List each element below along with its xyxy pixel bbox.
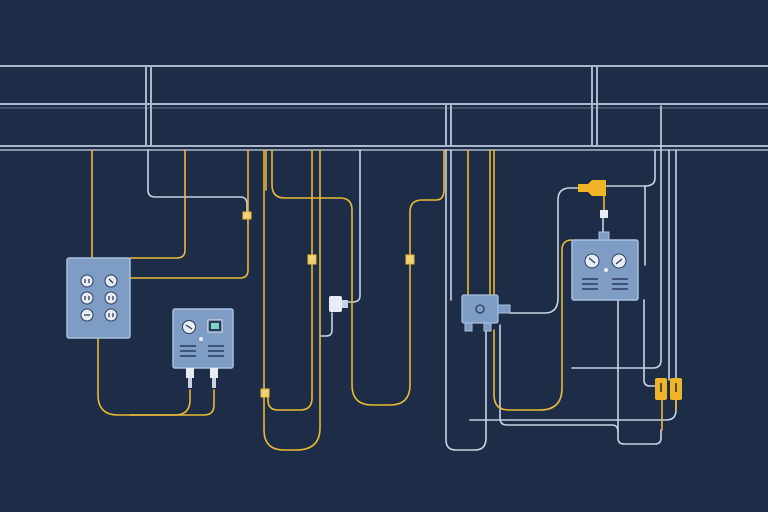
ceiling-rails: [0, 65, 768, 151]
connector-icon: [405, 254, 415, 265]
vent-slots: [180, 345, 224, 357]
connector-icon: [242, 211, 252, 220]
control-box-right: [571, 231, 639, 301]
plug-icon: [329, 296, 348, 312]
connectors: [242, 180, 682, 400]
control-box-center: [172, 308, 234, 388]
outlet-panel-left: [66, 257, 131, 339]
yellow-wires: [91, 149, 677, 451]
junction-block: [461, 294, 511, 332]
outlet-panel-body: [66, 257, 131, 339]
connector-icon: [260, 388, 270, 398]
plug-icon: [655, 378, 682, 400]
plug-icon: [186, 368, 218, 388]
connector-icon: [307, 254, 317, 265]
control-box-body: [172, 308, 234, 369]
plug-icon: [578, 180, 608, 218]
vent-slots: [582, 278, 628, 290]
